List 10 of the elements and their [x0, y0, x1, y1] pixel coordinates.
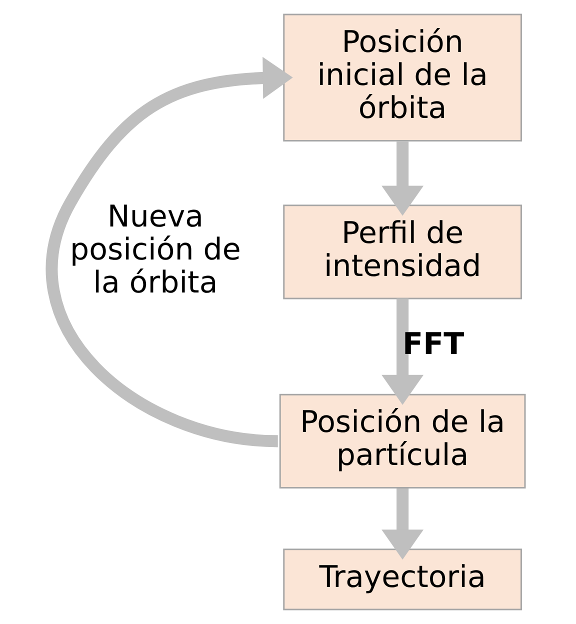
- node-box: Perfil de intensidad: [283, 204, 522, 300]
- arrow: [382, 298, 424, 405]
- arrow: [46, 56, 293, 448]
- node-box: Posición inicial de la órbita: [283, 14, 522, 142]
- arrow: [382, 488, 424, 560]
- node-box: Trayectoria: [283, 548, 522, 610]
- arrow: [382, 140, 424, 216]
- edge-label: FFT: [402, 327, 464, 362]
- node-box: Posición de la partícula: [279, 394, 526, 488]
- edge-label: Nueva posición de la órbita: [70, 199, 241, 300]
